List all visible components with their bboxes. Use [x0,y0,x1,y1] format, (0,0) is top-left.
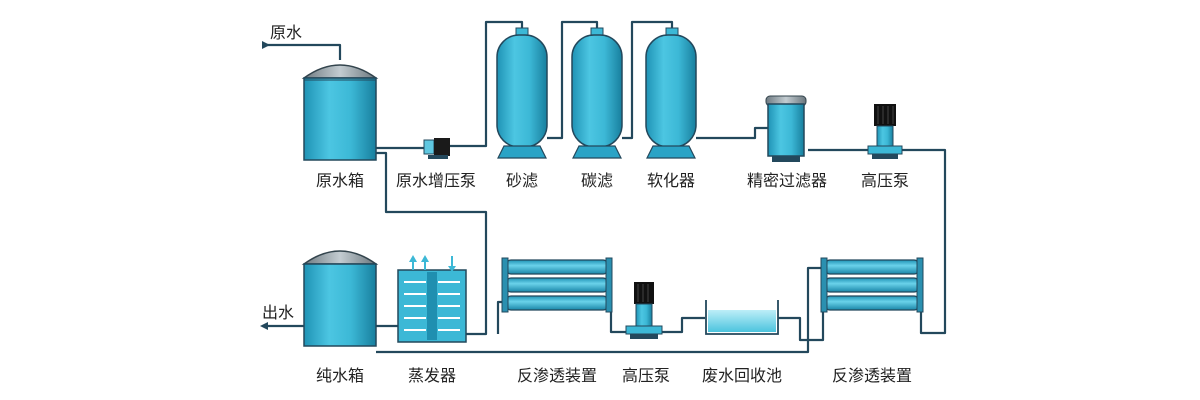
high-pressure-pump-top [867,104,903,159]
high-pressure-pump-bottom-label: 高压泵 [622,366,670,385]
high-pressure-pump-top-label: 高压泵 [861,171,909,190]
arrow-left-icon [260,322,268,330]
arrow-up-icon [421,255,429,262]
raw-water-tank [301,64,379,161]
ro-unit-left-label: 反渗透装置 [517,366,597,385]
high-pressure-pump-bottom [625,282,663,339]
ro-unit-right-label: 反渗透装置 [832,366,912,385]
outlet-label: 出水 [262,303,294,322]
ro-unit-left [501,257,613,313]
arrow-right-icon [262,41,270,49]
wastewater-pool [705,300,779,335]
carbon-filter [571,27,623,159]
wastewater-pool-label: 废水回收池 [702,366,782,385]
precision-filter [765,95,807,162]
booster-pump-label: 原水增压泵 [396,171,476,190]
raw-tank-label: 原水箱 [316,171,364,190]
precision-filter-label: 精密过滤器 [747,171,827,190]
sand-filter [496,27,548,159]
inlet-label: 原水 [270,23,302,42]
softener [645,27,697,159]
softener-label: 软化器 [647,171,695,190]
pure-water-tank [301,250,379,347]
pure-tank-label: 纯水箱 [316,366,364,385]
booster-pump [423,138,450,159]
carbon-filter-label: 碳滤 [581,171,613,190]
evaporator [397,255,467,343]
arrow-up-icon [409,255,417,262]
evaporator-label: 蒸发器 [408,366,456,385]
sand-filter-label: 砂滤 [506,171,538,190]
ro-unit-right [820,257,924,313]
